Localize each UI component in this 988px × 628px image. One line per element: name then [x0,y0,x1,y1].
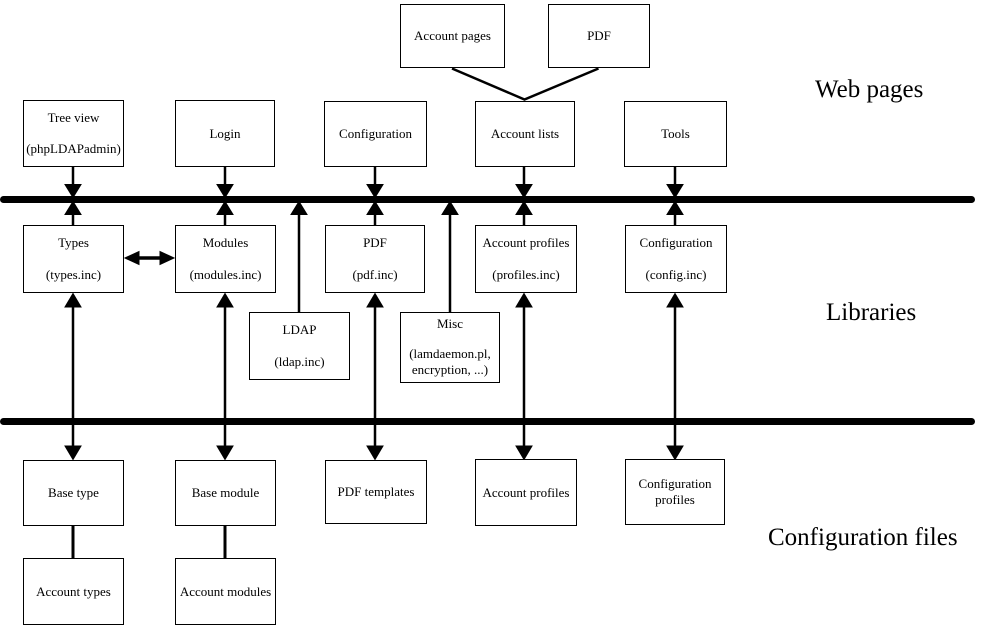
node-label: Configuration [639,235,713,250]
layer-label-configuration-files: Configuration files [768,524,958,551]
arrowhead-up-icon [666,292,684,308]
connector-accountlists-profiles [515,167,533,225]
connector-types-modules [123,250,176,266]
node-label: Account profiles [482,235,570,250]
node-account-lists: Account lists [475,101,575,167]
arrowhead-down-icon [666,445,684,461]
node-sublabel: (types.inc) [45,267,102,282]
node-sublabel: (config.inc) [645,267,707,282]
connector-misc-to-bus [441,200,459,312]
node-sublabel: (profiles.inc) [492,267,560,282]
node-account-pages: Account pages [400,4,505,68]
arrowhead-up-icon [366,292,384,308]
node-label: Tools [661,126,690,141]
arrowhead-down-icon [64,445,82,461]
node-base-module: Base module [175,460,276,526]
node-label: Account profiles [482,484,570,500]
node-types-library: Types (types.inc) [23,225,124,293]
layer-label-web-pages: Web pages [815,76,924,103]
node-label: Account types [36,583,111,599]
arrowhead-up-icon [290,200,308,215]
connector-treeview-types [64,167,82,225]
node-login: Login [175,100,275,167]
arrowhead-up-icon [441,200,459,215]
node-account-modules: Account modules [175,558,276,625]
connector-configlib-configprofiles [666,292,684,461]
node-label: Modules [202,235,249,250]
node-label: PDF [363,235,387,250]
arrowhead-up-icon [64,292,82,308]
arrowhead-up-icon [666,200,684,215]
node-label: Configuration [638,476,712,491]
node-pdf-webpage: PDF [548,4,650,68]
connector-profileslib-profilesfiles [515,292,533,461]
connector-pdflib-pdftemplates [366,292,384,461]
connector-ldap-to-bus [290,200,308,312]
node-tree-view: Tree view (phpLDAPadmin) [23,100,124,167]
node-account-profiles-library: Account profiles (profiles.inc) [475,225,577,293]
connector-accountpages-pdf-to-accountlists [451,67,599,101]
node-label: PDF [587,28,611,43]
node-label: PDF templates [337,484,415,499]
arrowhead-down-icon [515,184,533,199]
node-label: Login [209,125,241,141]
connector-types-basetype [64,292,82,461]
node-sublabel: (lamdaemon.pl, encryption, ...) [409,346,491,377]
node-base-type: Base type [23,460,124,526]
node-modules-library: Modules (modules.inc) [175,225,276,293]
arrowhead-up-icon [366,200,384,215]
arrowhead-down-icon [366,445,384,461]
arrowhead-up-icon [64,200,82,215]
node-configuration-profiles: Configuration profiles [625,459,725,525]
connector-login-modules [216,167,234,225]
node-label: Types [58,235,89,250]
arrowhead-down-icon [216,445,234,461]
arrowhead-down-icon [515,445,533,461]
node-account-profiles-files: Account profiles [475,459,577,526]
connector-tools-configlib [666,167,684,225]
node-misc-library: Misc (lamdaemon.pl, encryption, ...) [400,312,500,383]
node-label: Configuration [339,126,412,141]
arrowhead-down-icon [666,184,684,199]
node-label: Base module [191,485,260,500]
node-pdf-library: PDF (pdf.inc) [325,225,425,293]
node-label: Misc [437,316,463,331]
node-sublabel: (ldap.inc) [274,354,325,369]
node-label: Account pages [414,28,491,43]
node-sublabel: (pdf.inc) [352,267,398,282]
node-ldap-library: LDAP (ldap.inc) [249,312,350,380]
arrowhead-right-icon [159,250,176,266]
arrowhead-down-icon [216,184,234,199]
node-label: Account lists [490,126,560,141]
arrowhead-left-icon [123,250,140,266]
node-label: Base type [48,485,99,500]
connector-configuration-pdflib [366,167,384,225]
node-label: LDAP [282,322,317,337]
node-configuration-library: Configuration (config.inc) [625,225,727,293]
arrowhead-down-icon [64,184,82,199]
node-account-types: Account types [23,558,124,625]
node-label: Tree view [47,110,100,125]
node-sublabel: (modules.inc) [189,267,262,282]
connector-modules-basemodule [216,292,234,461]
node-sublabel: (phpLDAPadmin) [26,141,121,156]
arrowhead-up-icon [216,292,234,308]
arrowhead-up-icon [515,200,533,215]
node-sublabel: profiles [655,492,695,507]
arrowhead-up-icon [216,200,234,215]
node-label: Account modules [179,583,272,599]
node-pdf-templates: PDF templates [325,460,427,524]
layer-label-libraries: Libraries [826,299,917,326]
node-configuration-page: Configuration [324,101,427,167]
node-tools: Tools [624,101,727,167]
arrowhead-down-icon [366,184,384,199]
arrowhead-up-icon [515,292,533,308]
